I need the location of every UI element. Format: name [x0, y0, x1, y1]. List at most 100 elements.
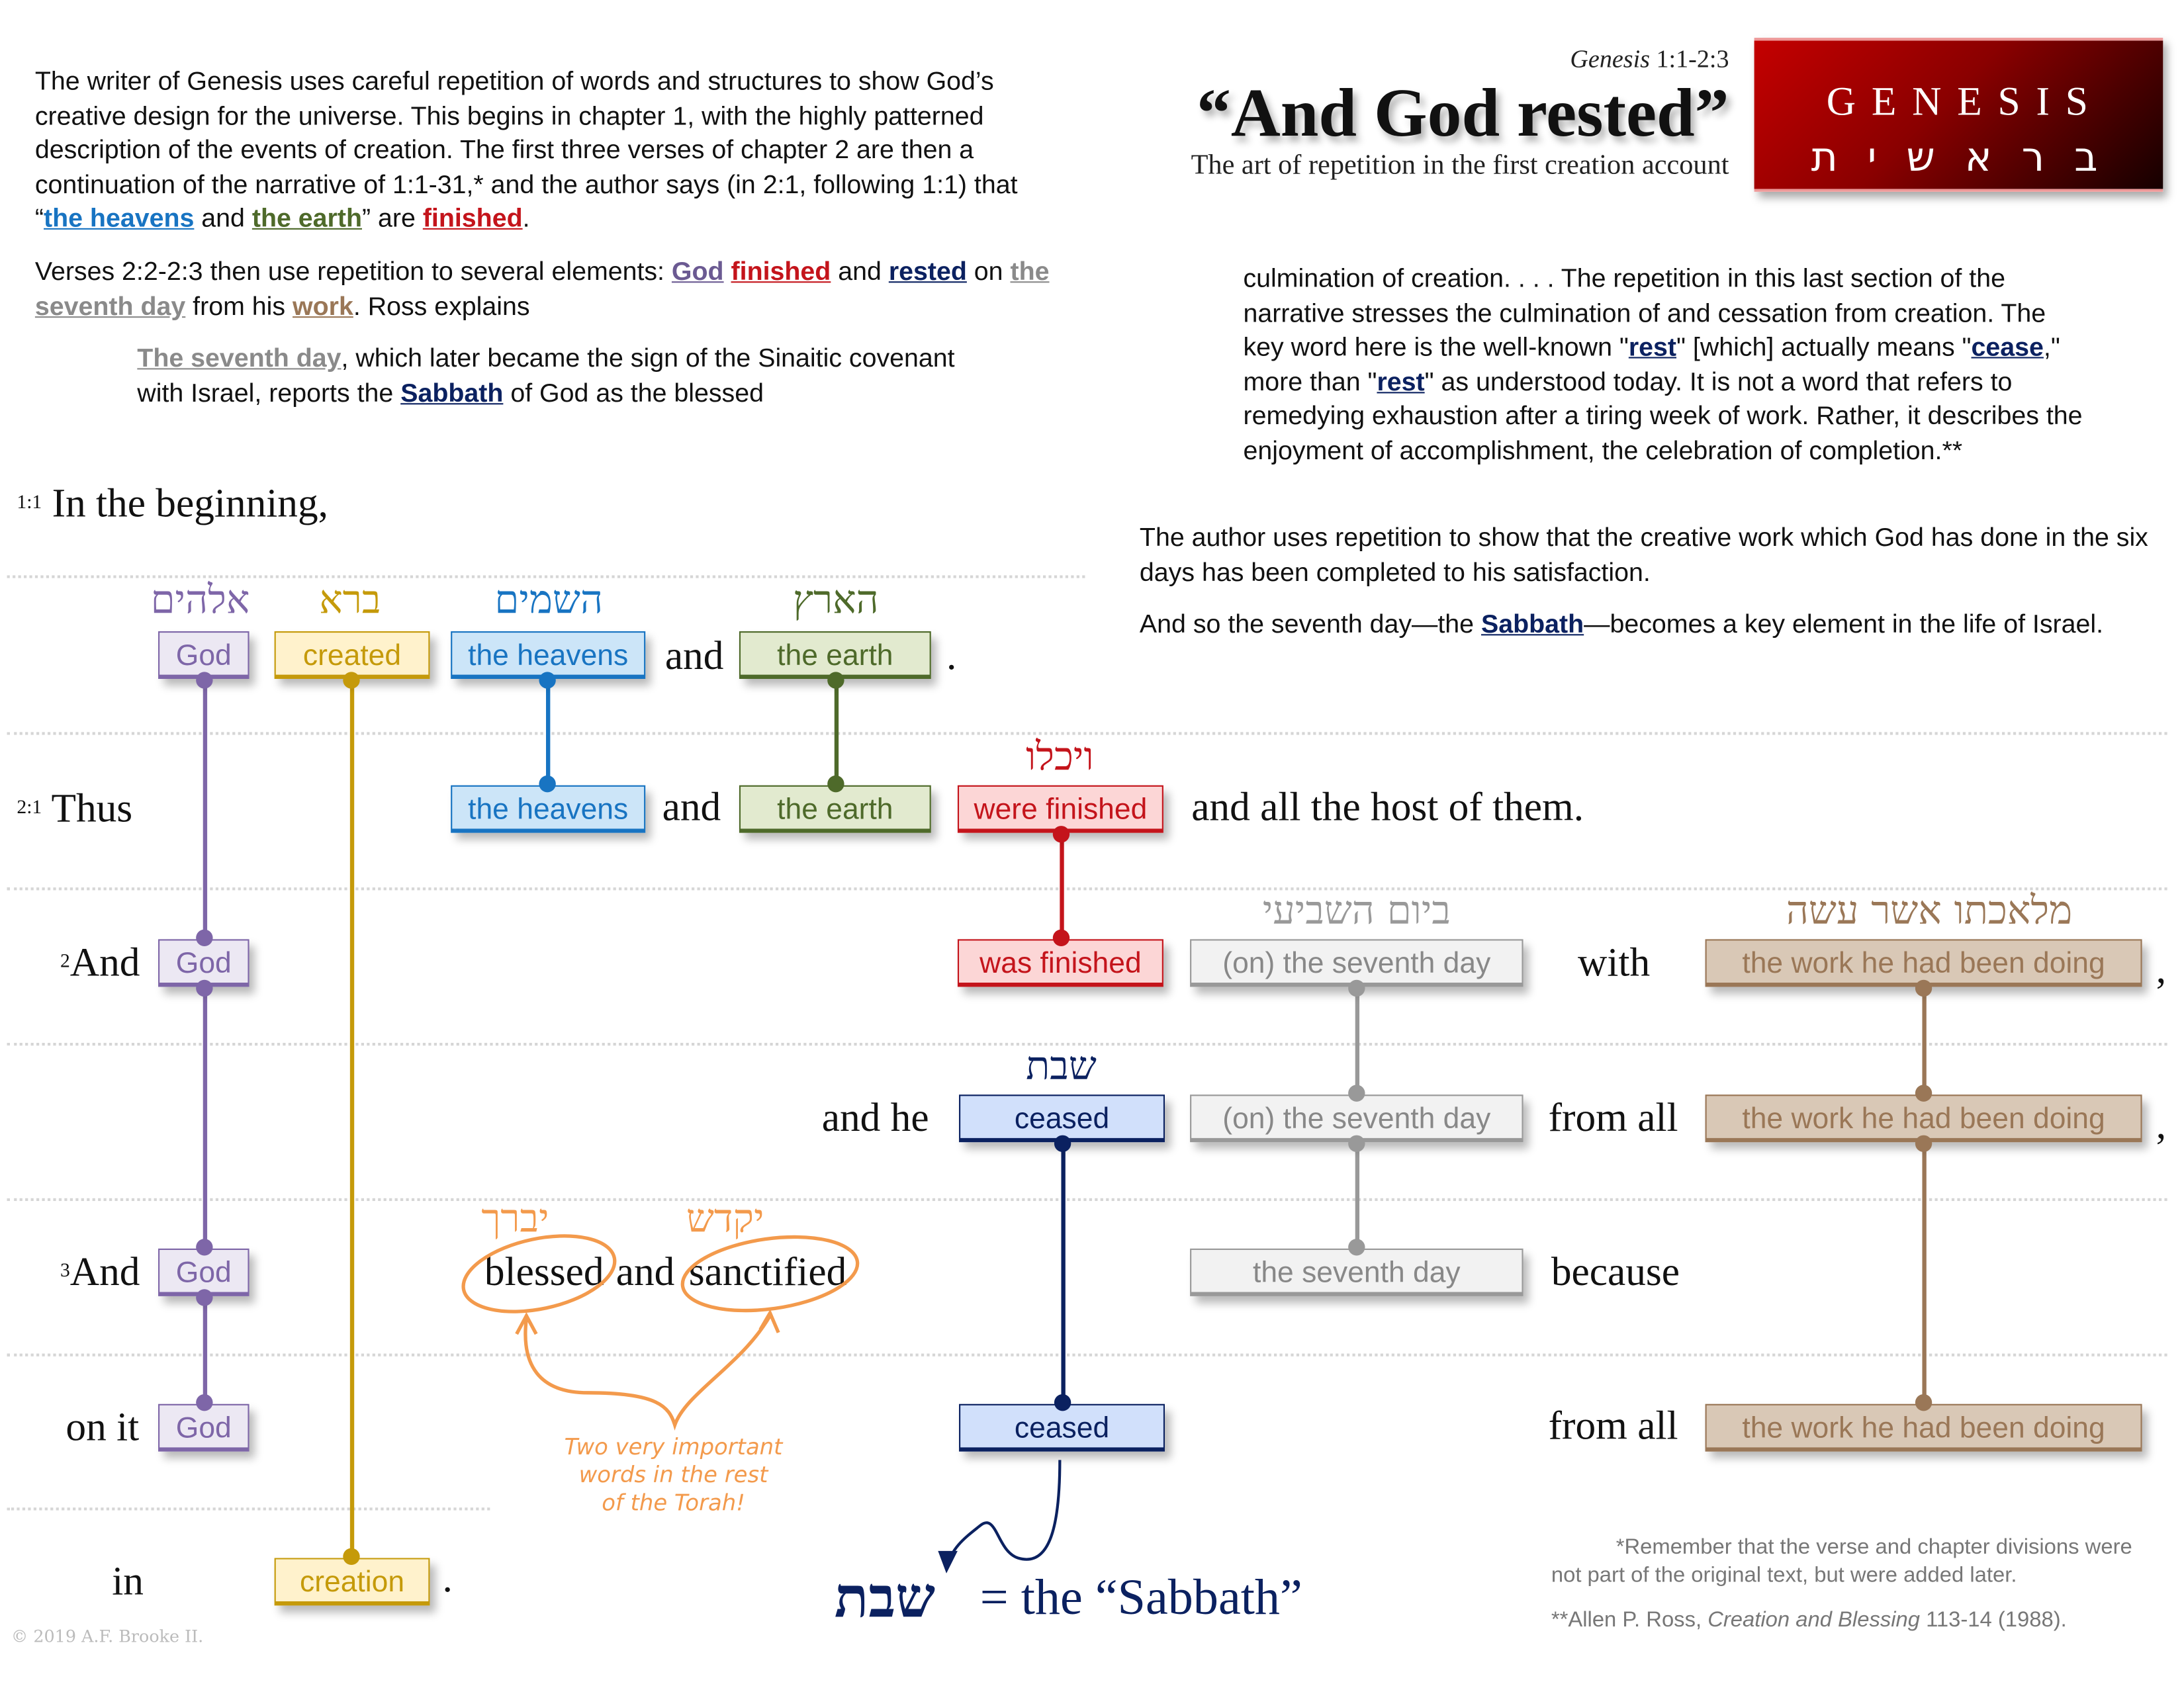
- connector-dot: [1915, 979, 1933, 997]
- word-and: and: [615, 1250, 675, 1295]
- punctuation: ,: [2156, 948, 2167, 993]
- footnote-text: 113-14 (1988).: [1920, 1608, 2067, 1632]
- reference-verses: 1:1-2:3: [1656, 44, 1729, 73]
- box-the-heavens: the heavens: [451, 631, 646, 679]
- god-connector: [202, 680, 207, 938]
- link-cease[interactable]: cease: [1971, 332, 2044, 362]
- seventh-day-connector: [1354, 988, 1359, 1094]
- box-seventh-day: (on) the seventh day: [1190, 939, 1524, 987]
- page-subtitle: The art of repetition in the first creat…: [1191, 150, 1729, 181]
- note-line: Two very important: [564, 1433, 783, 1460]
- connector-dot: [1054, 1394, 1071, 1411]
- verse-text: Thus: [51, 786, 133, 832]
- verse-number: 2:1: [17, 797, 42, 819]
- verse-3-lead: 3And: [60, 1247, 140, 1298]
- text: on: [966, 256, 1011, 286]
- word-blessed: blessed: [484, 1250, 604, 1295]
- intro-paragraph-1: The writer of Genesis uses careful repet…: [35, 64, 1064, 236]
- word-from-all: from all: [1548, 1403, 1678, 1449]
- link-the-heavens[interactable]: the heavens: [44, 203, 195, 233]
- word-from-all: from all: [1548, 1096, 1678, 1141]
- verse-text: And: [69, 940, 140, 986]
- box-god: God: [158, 1403, 250, 1452]
- box-was-finished: was finished: [957, 939, 1163, 987]
- link-sabbath[interactable]: Sabbath: [400, 377, 504, 407]
- punctuation: .: [442, 1556, 453, 1602]
- badge-latin: G E N E S I S: [1826, 79, 2091, 125]
- link-work[interactable]: work: [293, 290, 353, 320]
- link-sabbath[interactable]: Sabbath: [1480, 609, 1584, 639]
- god-connector: [202, 1297, 207, 1403]
- seventh-day-connector: [1354, 1143, 1359, 1247]
- link-god[interactable]: God: [671, 256, 724, 286]
- page-title: “And God rested”: [1197, 74, 1729, 152]
- word-host: and all the host of them.: [1191, 785, 1584, 830]
- footnote-line: *Remember that the verse and chapter div…: [1615, 1535, 2132, 1560]
- row-separator: [7, 1353, 2167, 1356]
- footnote-line: not part of the original text, but were …: [1551, 1563, 2017, 1587]
- verse-number: 1:1: [17, 492, 42, 514]
- text: , which later became the sign of the Sin…: [137, 343, 955, 407]
- connector-dot: [827, 775, 844, 793]
- word-and: and: [664, 634, 724, 679]
- finished-connector: [1059, 834, 1064, 938]
- word-because: because: [1551, 1250, 1680, 1295]
- hebrew-shabat-large: שבת: [834, 1565, 936, 1631]
- link-finished[interactable]: finished: [422, 203, 523, 233]
- genesis-badge: G E N E S I S ב ר א ש י ת: [1754, 38, 2163, 192]
- link-the-earth[interactable]: the earth: [251, 203, 362, 233]
- text: and: [831, 256, 889, 286]
- highlight-ellipse-blessed: [461, 1234, 617, 1313]
- word-and: and: [662, 785, 721, 830]
- link-rest[interactable]: rest: [1377, 366, 1425, 396]
- link-rest[interactable]: rest: [1628, 332, 1677, 362]
- footnote-book-title: Creation and Blessing: [1707, 1608, 1921, 1632]
- footnote-1: *Remember that the verse and chapter div…: [1551, 1534, 2132, 1590]
- connector-dot: [196, 1289, 213, 1306]
- ross-quote-part-1: The seventh day, which later became the …: [137, 341, 977, 410]
- punctuation: .: [946, 634, 957, 679]
- link-rested[interactable]: rested: [888, 256, 967, 286]
- row-separator: [7, 1042, 2167, 1046]
- box-ceased: ceased: [959, 1403, 1165, 1452]
- arrowhead-icon: [515, 1309, 780, 1335]
- hebrew-bara: ברא: [319, 576, 381, 623]
- connector-dot: [1052, 929, 1070, 947]
- verse-number: 3: [60, 1261, 70, 1282]
- box-the-heavens: the heavens: [451, 785, 646, 833]
- text: ," more than ": [1243, 332, 2060, 396]
- footnote-text: **Allen P. Ross,: [1551, 1608, 1708, 1632]
- text: " [which] actually means ": [1676, 332, 1972, 362]
- verse-1-1: 1:1 In the beginning,: [17, 478, 328, 529]
- connector-dot: [539, 775, 556, 793]
- link-seventh-day[interactable]: The seventh day: [137, 343, 341, 373]
- text: and: [194, 203, 252, 233]
- hebrew-elohim: אלהים: [150, 576, 250, 623]
- connector-dot: [196, 1394, 213, 1411]
- text: ” are: [361, 203, 423, 233]
- connector-dot: [539, 672, 556, 689]
- row-separator: [7, 732, 2167, 735]
- link-seventh-day[interactable]: the seventh day: [34, 256, 1050, 320]
- arrowhead-icon: [938, 1550, 958, 1574]
- connector-dot: [1348, 1135, 1365, 1152]
- text: And so the seventh day—the: [1139, 609, 1481, 639]
- connector-dot: [1052, 826, 1070, 843]
- row-separator: [7, 575, 1085, 578]
- punctuation: ,: [2156, 1102, 2167, 1148]
- connector-dot: [1915, 1135, 1933, 1152]
- ceased-connector: [1060, 1143, 1065, 1403]
- text: .: [522, 203, 530, 233]
- sabbath-definition: = the “Sabbath”: [979, 1569, 1302, 1625]
- connector-dot: [1348, 1239, 1365, 1256]
- right-paragraph-2: And so the seventh day—the Sabbath—becom…: [1140, 607, 2134, 642]
- scripture-reference: Genesis 1:1-2:3: [1570, 45, 1729, 74]
- text: . Ross explains: [353, 290, 530, 320]
- hebrew-hashamayim: השמים: [494, 576, 604, 623]
- hebrew-vaychulu: ויכלו: [1026, 733, 1094, 780]
- verse-2-1-lead: 2:1 Thus: [17, 784, 132, 834]
- link-finished[interactable]: finished: [731, 256, 831, 286]
- connector-dot: [1348, 979, 1365, 997]
